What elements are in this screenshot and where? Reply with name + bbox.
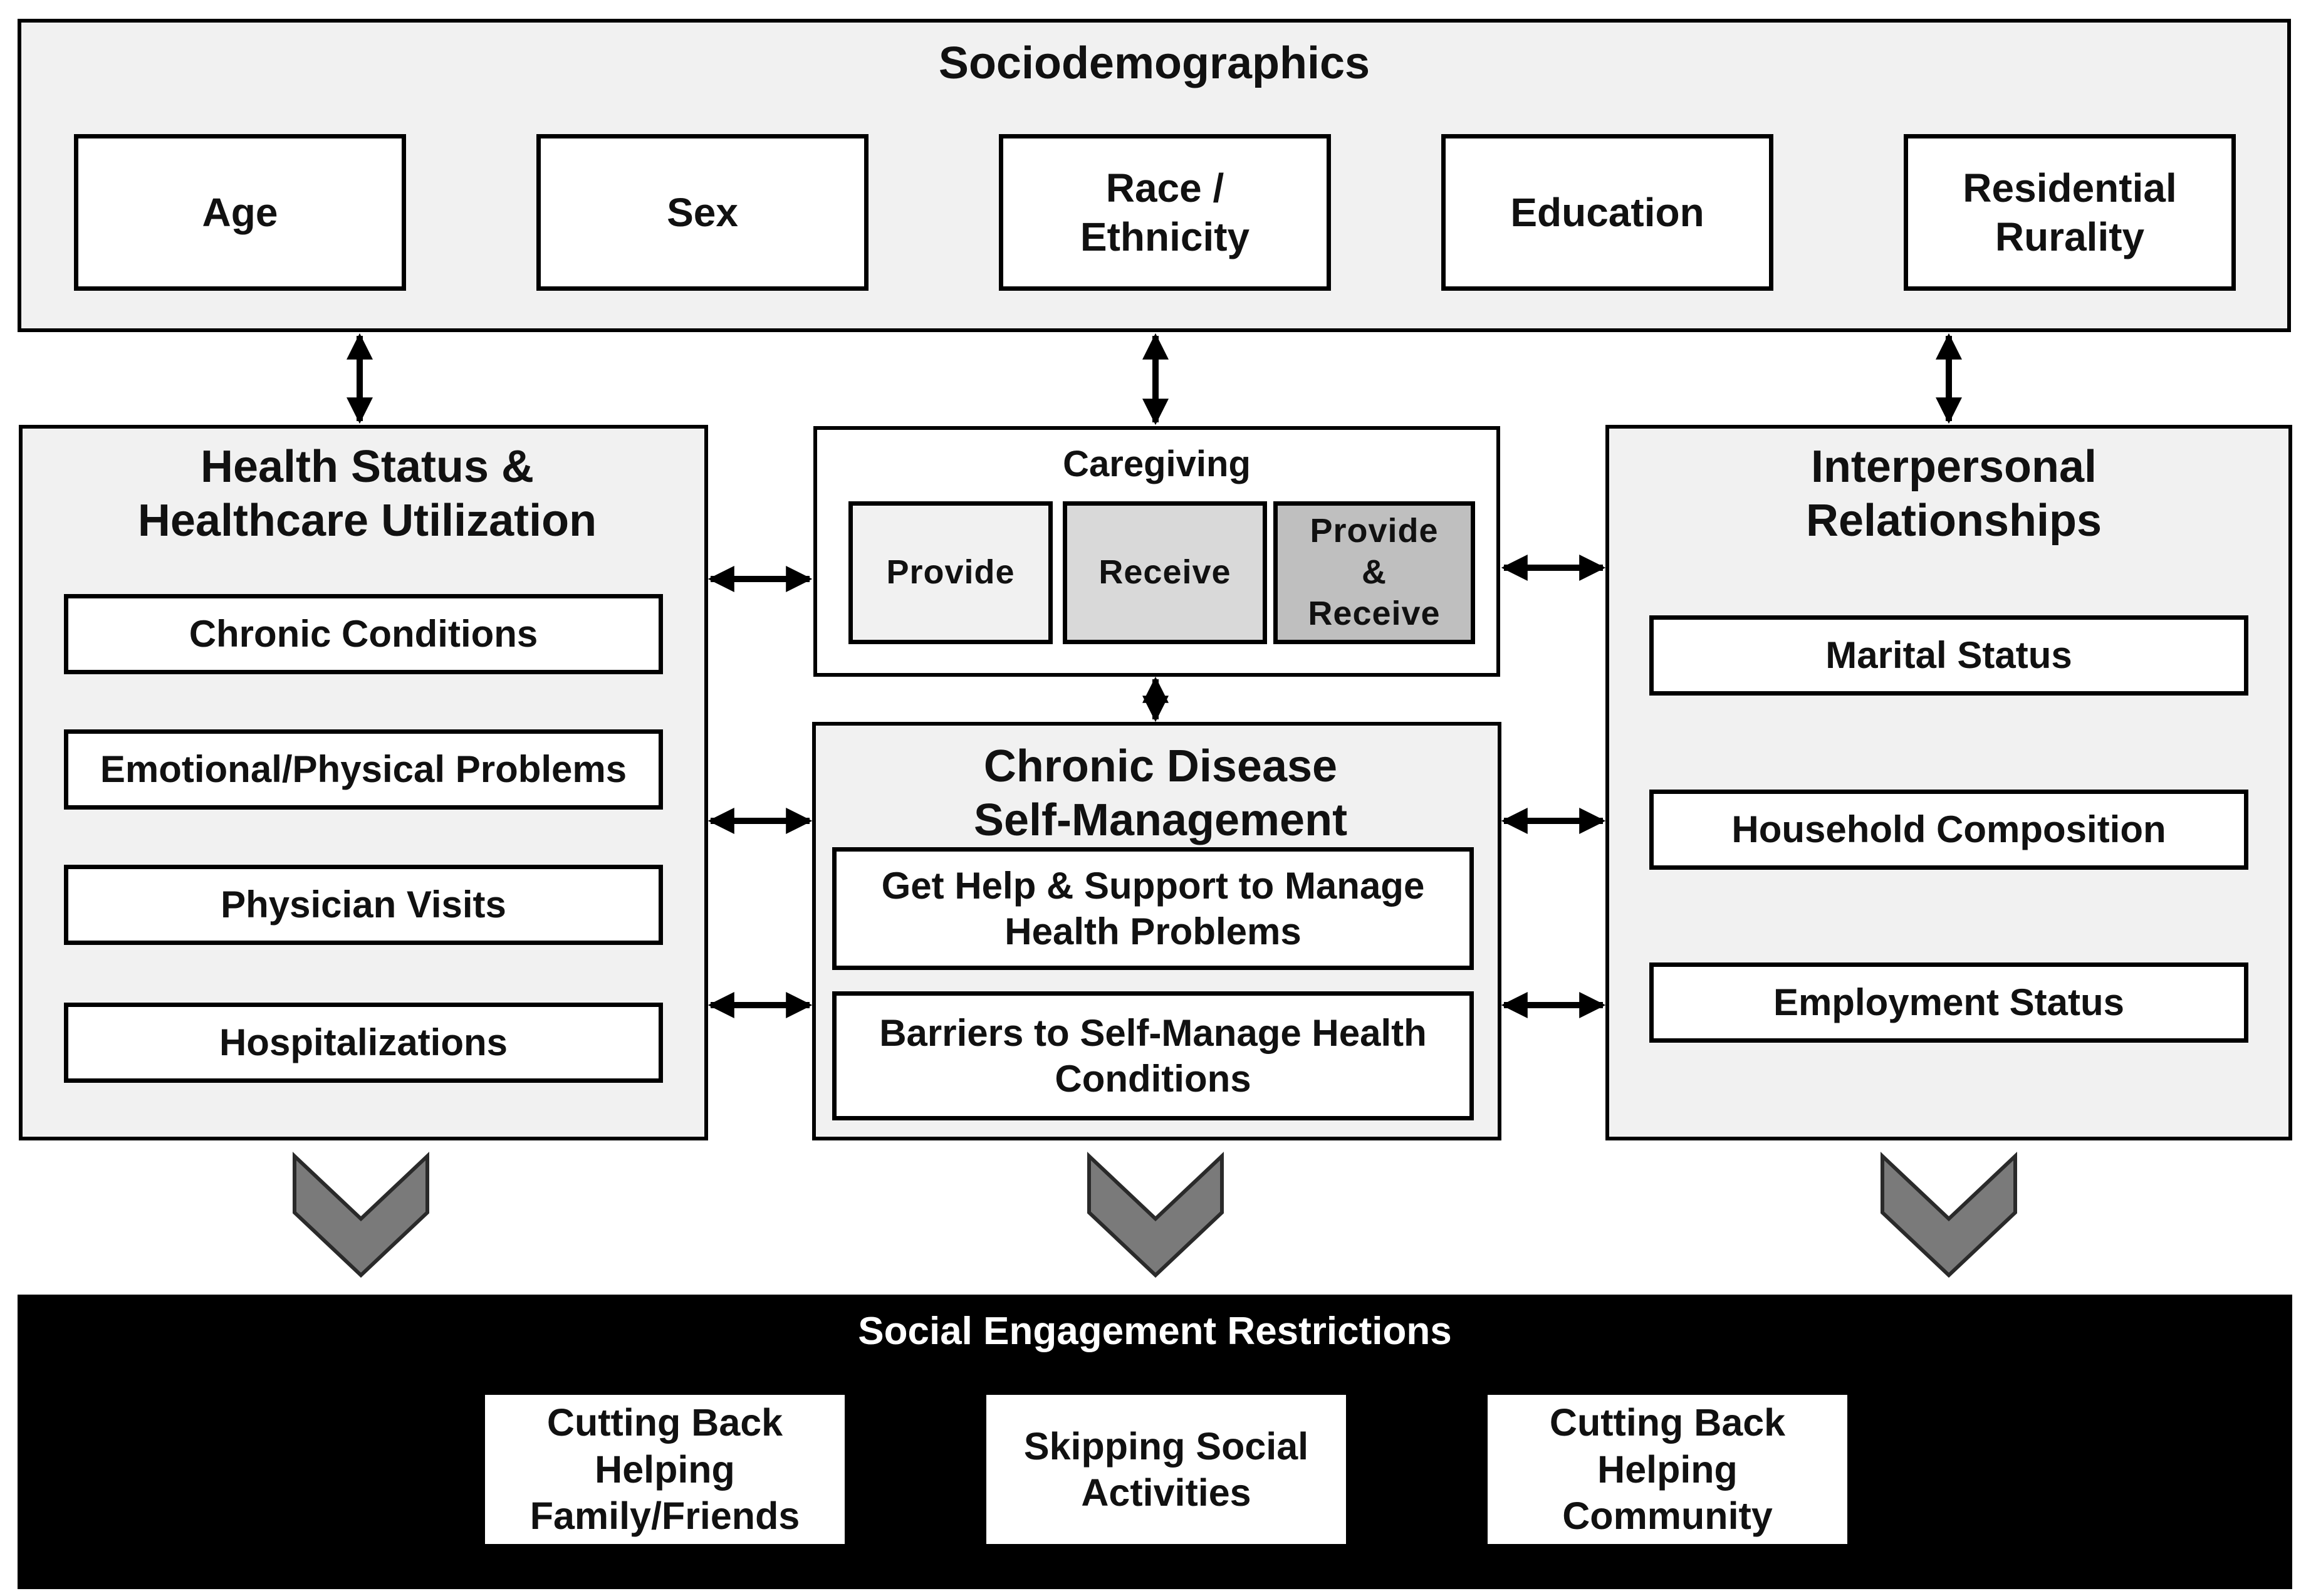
barriers-self-manage-box: Barriers to Self-Manage Health Condition… xyxy=(832,991,1474,1120)
provide-box: Provide xyxy=(848,501,1053,644)
get-help-support-box: Get Help & Support to Manage Health Prob… xyxy=(832,847,1474,970)
skipping-social-box: Skipping Social Activities xyxy=(986,1395,1346,1544)
hospitalizations-box: Hospitalizations xyxy=(64,1003,663,1083)
provide-and-receive-box: Provide & Receive xyxy=(1273,501,1475,644)
emotional-physical-problems-box: Emotional/Physical Problems xyxy=(64,729,663,810)
chevron-down-icon xyxy=(293,1152,429,1278)
marital-status-box: Marital Status xyxy=(1649,615,2248,696)
cutting-back-community-box: Cutting Back Helping Community xyxy=(1488,1395,1847,1544)
receive-box: Receive xyxy=(1063,501,1267,644)
interpersonal-title: Interpersonal Relationships xyxy=(1805,442,2102,546)
chronic-disease-title: Chronic Disease Self-Management xyxy=(973,741,1348,846)
chronic-conditions-box: Chronic Conditions xyxy=(64,594,663,674)
household-composition-box: Household Composition xyxy=(1649,790,2248,870)
social-engagement-title: Social Engagement Restrictions xyxy=(858,1310,1452,1353)
employment-status-box: Employment Status xyxy=(1649,962,2248,1043)
caregiving-title: Caregiving xyxy=(1063,444,1251,484)
education-box: Education xyxy=(1441,134,1773,291)
age-box: Age xyxy=(74,134,406,291)
sex-box: Sex xyxy=(536,134,869,291)
cutting-back-family-box: Cutting Back Helping Family/Friends xyxy=(485,1395,845,1544)
residential-rurality-box: Residential Rurality xyxy=(1904,134,2236,291)
sociodemographics-title: Sociodemographics xyxy=(938,38,1370,88)
chevron-down-icon xyxy=(1881,1152,2017,1278)
race-ethnicity-box: Race / Ethnicity xyxy=(999,134,1331,291)
chevron-down-icon xyxy=(1087,1152,1224,1278)
physician-visits-box: Physician Visits xyxy=(64,865,663,945)
health-status-title: Health Status & Healthcare Utilization xyxy=(137,442,597,546)
